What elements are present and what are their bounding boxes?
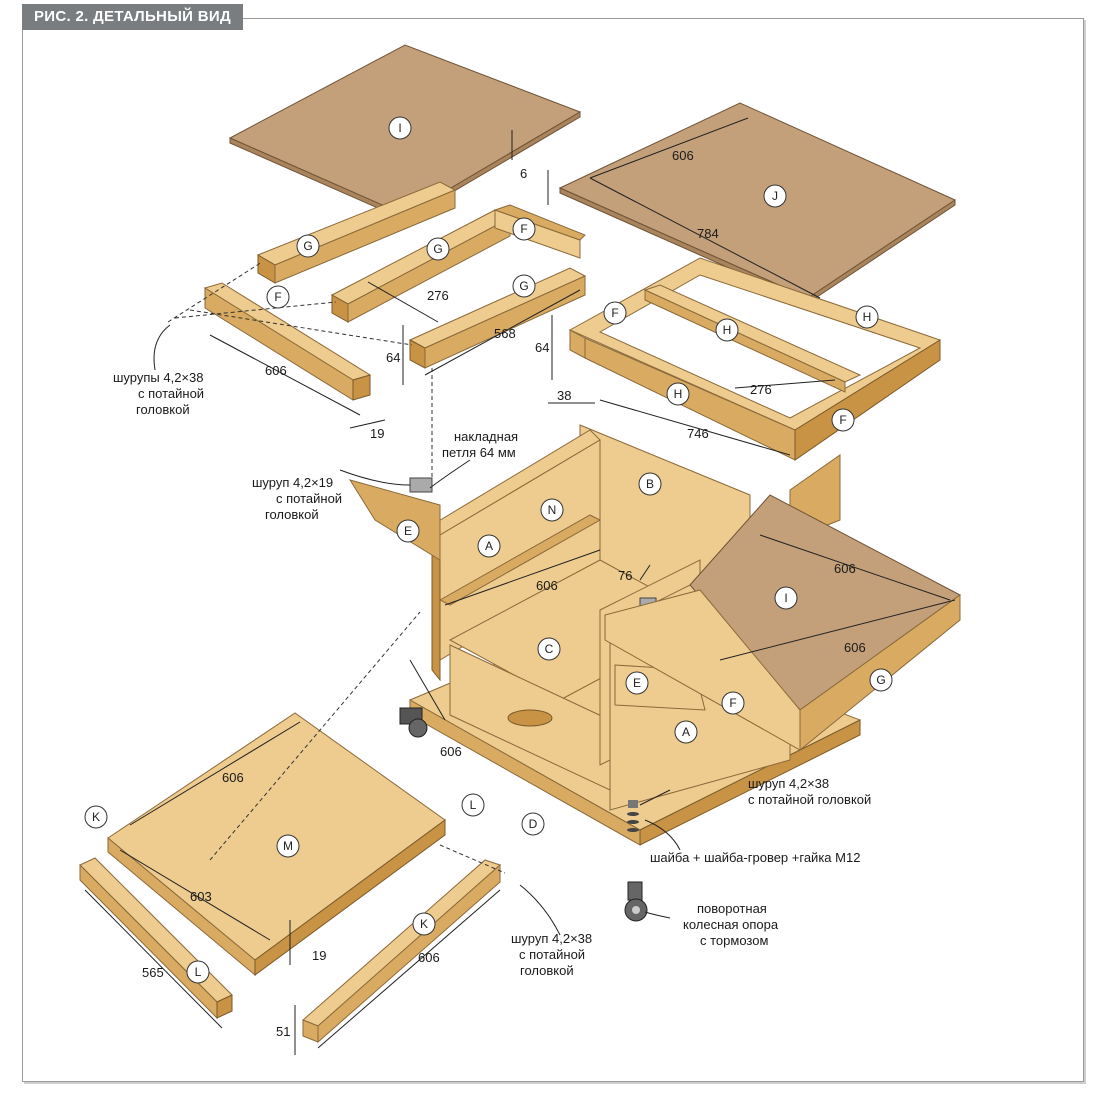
dim-276-a: 276: [427, 288, 449, 303]
callout-j: J: [772, 189, 778, 203]
callout-f3: F: [611, 306, 618, 320]
dim-568: 568: [494, 326, 516, 341]
callout-k1: K: [92, 810, 100, 824]
callout-i-side: I: [784, 591, 787, 605]
ann-washer: шайба + шайба-гровер +гайка М12: [650, 850, 860, 865]
ann-screws-left-1: шурупы 4,2×38: [113, 370, 204, 385]
callout-f4: F: [839, 413, 846, 427]
top-panel-j: [558, 102, 957, 304]
dim-19-a: 19: [370, 426, 384, 441]
dim-38: 38: [557, 388, 571, 403]
ann-screw38-right-2: с потайной головкой: [748, 792, 871, 807]
callout-a1: A: [485, 539, 493, 553]
dim-784: 784: [697, 226, 719, 241]
dim-606-front: 606: [440, 744, 462, 759]
ann-hinge-2: петля 64 мм: [442, 445, 516, 460]
callout-e2: E: [633, 676, 641, 690]
callout-c: C: [545, 642, 554, 656]
cabinet-body: [348, 424, 862, 846]
dim-276-b: 276: [750, 382, 772, 397]
callout-l2: L: [195, 965, 202, 979]
ann-screw19-2: с потайной: [276, 491, 342, 506]
callout-a2: A: [682, 725, 690, 739]
dim-606-inner: 606: [536, 578, 558, 593]
annotations: шурупы 4,2×38 с потайной головкой наклад…: [113, 370, 871, 978]
callout-b: B: [646, 477, 654, 491]
ann-hinge-1: накладная: [454, 429, 518, 444]
part-callouts: I J G G F G F F H H H F B E N A C I E G …: [84, 116, 893, 984]
dimension-lines: [84, 117, 956, 1055]
dim-606-m: 606: [222, 770, 244, 785]
callout-h2: H: [863, 310, 872, 324]
top-right-frame: [568, 257, 942, 461]
screw-guide-lines: [167, 261, 413, 346]
callout-i-top: I: [398, 121, 401, 135]
callout-l1: L: [470, 798, 477, 812]
dim-746: 746: [687, 426, 709, 441]
ann-screw19-1: шуруп 4,2×19: [252, 475, 333, 490]
callout-g3: G: [519, 279, 528, 293]
dim-606-i1: 606: [834, 561, 856, 576]
dim-603: 603: [190, 889, 212, 904]
figure-title: РИС. 2. ДЕТАЛЬНЫЙ ВИД: [22, 4, 243, 30]
ann-screw38-bottom-3: головкой: [520, 963, 574, 978]
callout-e1: E: [404, 524, 412, 538]
ann-screw19-3: головкой: [265, 507, 319, 522]
callout-h3: H: [674, 387, 683, 401]
caster-icon: [399, 707, 648, 922]
top-left-frame: [203, 181, 587, 401]
dim-76: 76: [618, 568, 632, 583]
ann-screw38-bottom-2: с потайной: [519, 947, 585, 962]
ann-caster-2: колесная опора: [683, 917, 779, 932]
dim-19-b: 19: [312, 948, 326, 963]
callout-g4: G: [876, 673, 885, 687]
dim-51: 51: [276, 1024, 290, 1039]
callout-d: D: [529, 817, 538, 831]
ann-caster-3: с тормозом: [700, 933, 768, 948]
dim-606-j: 606: [672, 148, 694, 163]
dim-565: 565: [142, 965, 164, 980]
dim-64-b: 64: [535, 340, 549, 355]
callout-k2: K: [420, 917, 428, 931]
dim-64-a: 64: [386, 350, 400, 365]
dim-606-f: 606: [265, 363, 287, 378]
callout-f1: F: [520, 222, 527, 236]
dim-606-k: 606: [418, 950, 440, 965]
callout-f2: F: [274, 290, 281, 304]
ann-screws-left-3: головкой: [136, 402, 190, 417]
ann-screws-left-2: с потайной: [138, 386, 204, 401]
ann-screw38-right-1: шуруп 4,2×38: [748, 776, 829, 791]
dim-6: 6: [520, 166, 527, 181]
callout-m: M: [283, 839, 293, 853]
callout-g1: G: [303, 239, 312, 253]
ann-caster-1: поворотная: [697, 901, 767, 916]
washer-stack-icon: [627, 800, 639, 832]
callout-g2: G: [433, 242, 442, 256]
dimension-labels: 6 606 784 276 568 64 64 606 19 38 746 27…: [142, 148, 866, 1039]
dim-606-i2: 606: [844, 640, 866, 655]
leader-lines: [153, 324, 681, 936]
callout-n: N: [548, 503, 557, 517]
callout-f5: F: [729, 696, 736, 710]
drawer-guide-lines: [209, 611, 506, 874]
callout-h1: H: [723, 323, 732, 337]
drawer-bottom-m: [107, 712, 446, 977]
ann-screw38-bottom-1: шуруп 4,2×38: [511, 931, 592, 946]
